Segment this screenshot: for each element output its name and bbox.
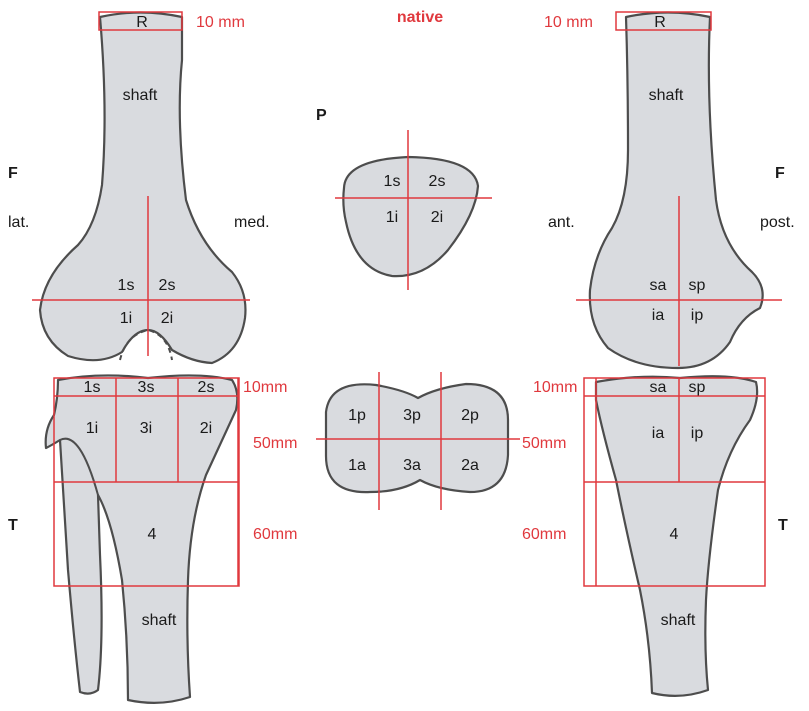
femur-lateral-zone-sp: sp — [689, 277, 706, 294]
patella-axial-zone-2s: 2s — [429, 173, 446, 190]
tibia-lateral-measure-60mm: 60mm — [522, 526, 566, 543]
femur-lateral-zone-ia: ia — [652, 307, 665, 324]
tibia-view-label-left: T — [8, 517, 18, 534]
tibia-lateral-view: sa sp ia ip 4 shaft 10mm 50mm 60mm — [522, 376, 765, 696]
orientation-lat-label: lat. — [8, 214, 29, 231]
femur-lateral-zone-sa: sa — [650, 277, 667, 294]
patella-axial-zone-1i: 1i — [386, 209, 398, 226]
patella-cross-outline — [326, 384, 508, 492]
tibia-ap-zone-3s: 3s — [138, 379, 155, 396]
patella-axial-view: 1s 2s 1i 2i — [335, 130, 492, 290]
tibia-lateral-zone-ip: ip — [691, 425, 704, 442]
patella-cross-zone-1a: 1a — [348, 457, 366, 474]
femur-lateral-zone-ip: ip — [691, 307, 704, 324]
tibia-ap-view: 1s 3s 2s 1i 3i 2i 4 shaft 10mm 50mm 60mm — [46, 375, 298, 702]
femur-ap-measure-10mm: 10 mm — [196, 14, 245, 31]
femur-lateral-rod-label: R — [654, 14, 666, 31]
patella-cross-zone-3p: 3p — [403, 407, 421, 424]
femur-lateral-outline — [590, 13, 763, 369]
patella-view-label: P — [316, 107, 327, 124]
femur-ap-zone-1s: 1s — [118, 277, 135, 294]
tibia-ap-zone-1i: 1i — [86, 420, 98, 437]
orientation-post-label: post. — [760, 214, 795, 231]
tibia-ap-zone-4: 4 — [148, 526, 157, 543]
tibia-view-label-right: T — [778, 517, 788, 534]
tibia-ap-zone-3i: 3i — [140, 420, 152, 437]
diagram-title: native — [397, 9, 443, 26]
tibia-ap-shaft-label: shaft — [142, 612, 177, 629]
tibia-ap-measure-60mm: 60mm — [253, 526, 297, 543]
tibia-lateral-measure-50mm: 50mm — [522, 435, 566, 452]
patella-cross-zone-1p: 1p — [348, 407, 366, 424]
femur-ap-view: R shaft 1s 2s 1i 2i 10 mm — [32, 12, 250, 363]
tibia-ap-measure-10mm: 10mm — [243, 379, 287, 396]
tibia-ap-measure-50mm: 50mm — [253, 435, 297, 452]
tibia-lateral-shaft-label: shaft — [661, 612, 696, 629]
patella-axial-zone-1s: 1s — [384, 173, 401, 190]
patella-cross-view: 1p 3p 2p 1a 3a 2a — [316, 372, 520, 510]
orientation-med-label: med. — [234, 214, 270, 231]
femur-ap-zone-1i: 1i — [120, 310, 132, 327]
tibia-ap-zone-2i: 2i — [200, 420, 212, 437]
orientation-ant-label: ant. — [548, 214, 575, 231]
femur-view-label-right: F — [775, 165, 785, 182]
femur-view-label-left: F — [8, 165, 18, 182]
femur-ap-rod-label: R — [136, 14, 148, 31]
patella-cross-zone-2p: 2p — [461, 407, 479, 424]
tibia-lateral-zone-ia: ia — [652, 425, 665, 442]
femur-lateral-view: R shaft sa sp ia ip 10 mm — [544, 12, 782, 368]
femur-ap-outline — [40, 13, 245, 364]
patella-axial-outline — [343, 157, 478, 276]
tibia-ap-zone-2s: 2s — [198, 379, 215, 396]
femur-ap-shaft-label: shaft — [123, 87, 158, 104]
femur-ap-zone-2i: 2i — [161, 310, 173, 327]
tibia-ap-zone-1s: 1s — [84, 379, 101, 396]
patella-cross-zone-3a: 3a — [403, 457, 421, 474]
femur-ap-zone-2s: 2s — [159, 277, 176, 294]
tibia-lateral-zone-4: 4 — [670, 526, 679, 543]
patella-axial-zone-2i: 2i — [431, 209, 443, 226]
tibia-lateral-zone-sa: sa — [650, 379, 667, 396]
patella-cross-zone-2a: 2a — [461, 457, 479, 474]
femur-lateral-measure-10mm: 10 mm — [544, 14, 593, 31]
tibia-lateral-measure-10mm: 10mm — [533, 379, 577, 396]
femur-lateral-shaft-label: shaft — [649, 87, 684, 104]
tibia-lateral-zone-sp: sp — [689, 379, 706, 396]
